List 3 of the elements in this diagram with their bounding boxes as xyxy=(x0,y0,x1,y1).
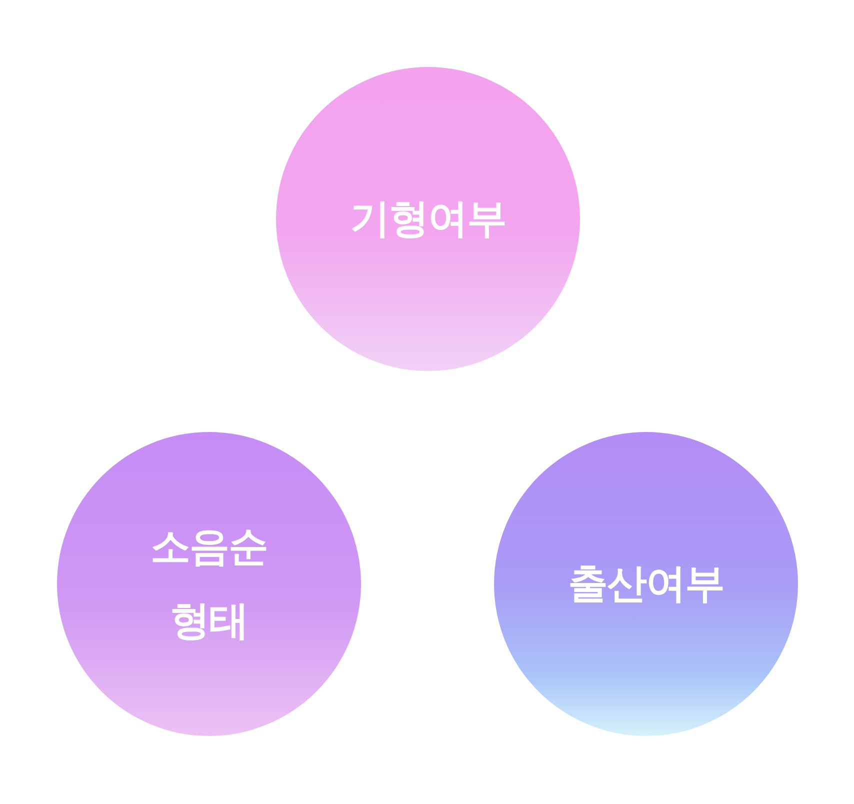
node-label: 기형여부 xyxy=(350,195,506,244)
node-label: 출산여부 xyxy=(568,560,724,609)
node-label: 소음순 형태 xyxy=(150,523,268,646)
